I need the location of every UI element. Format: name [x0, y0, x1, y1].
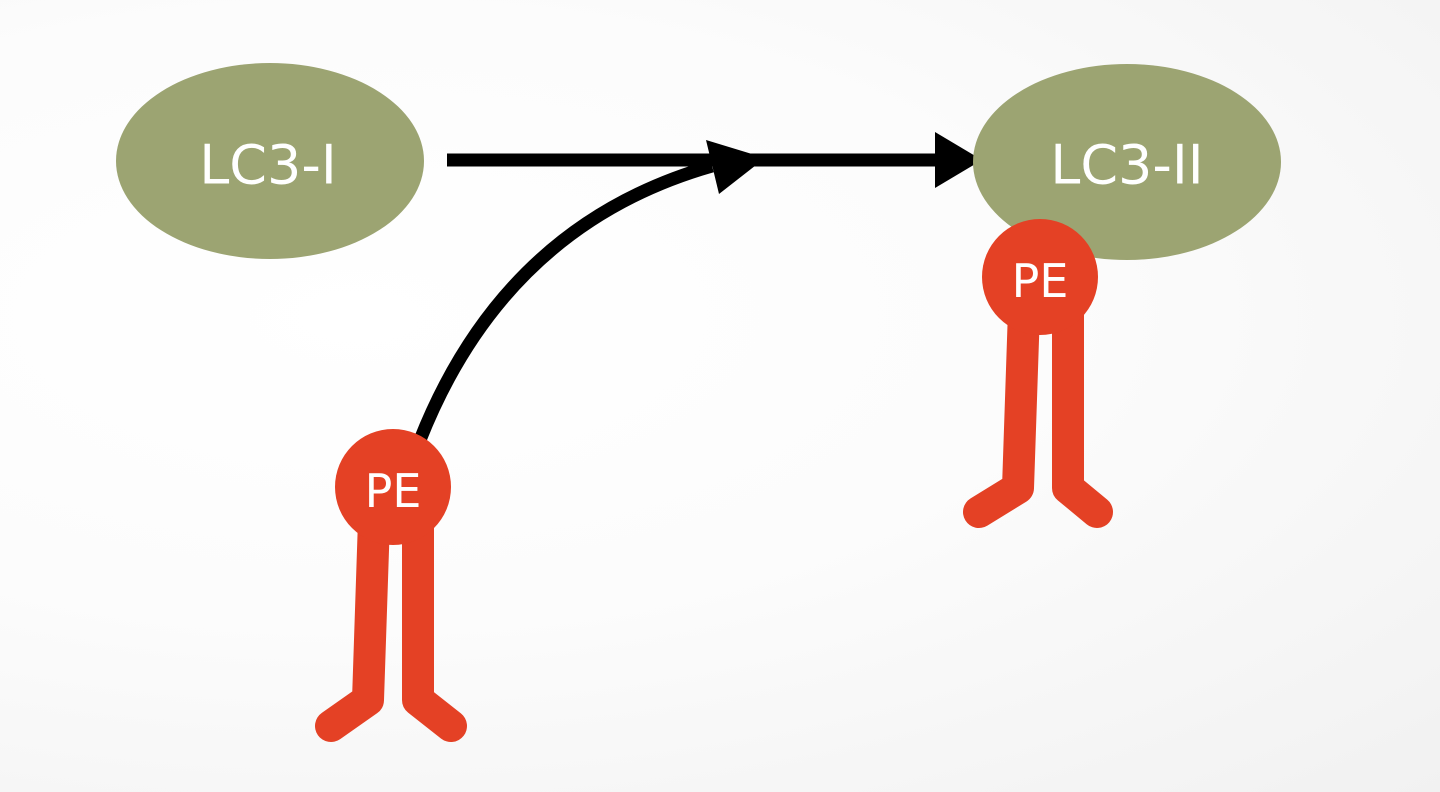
- pe-lipid-bound: PE: [963, 219, 1113, 528]
- conjugation-arrow-curve: [413, 159, 714, 443]
- pe-free-label: PE: [365, 464, 422, 518]
- pe-free-tails-icon: [315, 504, 467, 742]
- lc3-ii-ellipse: [973, 64, 1281, 260]
- pe-bound-head: [982, 219, 1098, 335]
- pe-free-head: [335, 429, 451, 545]
- lc3-i-label: LC3-I: [199, 134, 337, 197]
- lc3-ii-label: LC3-II: [1050, 134, 1203, 197]
- lc3-ii-node: LC3-II: [973, 64, 1281, 260]
- lc3-i-node: LC3-I: [116, 63, 424, 259]
- lc3-i-ellipse: [116, 63, 424, 259]
- pe-bound-label: PE: [1012, 254, 1069, 308]
- conversion-arrowhead-icon: [935, 132, 982, 188]
- arrows: [413, 132, 982, 443]
- conjugation-arrowhead-icon: [706, 140, 765, 194]
- pe-bound-tails-icon: [963, 294, 1113, 528]
- pe-lipid-free: PE: [315, 429, 467, 742]
